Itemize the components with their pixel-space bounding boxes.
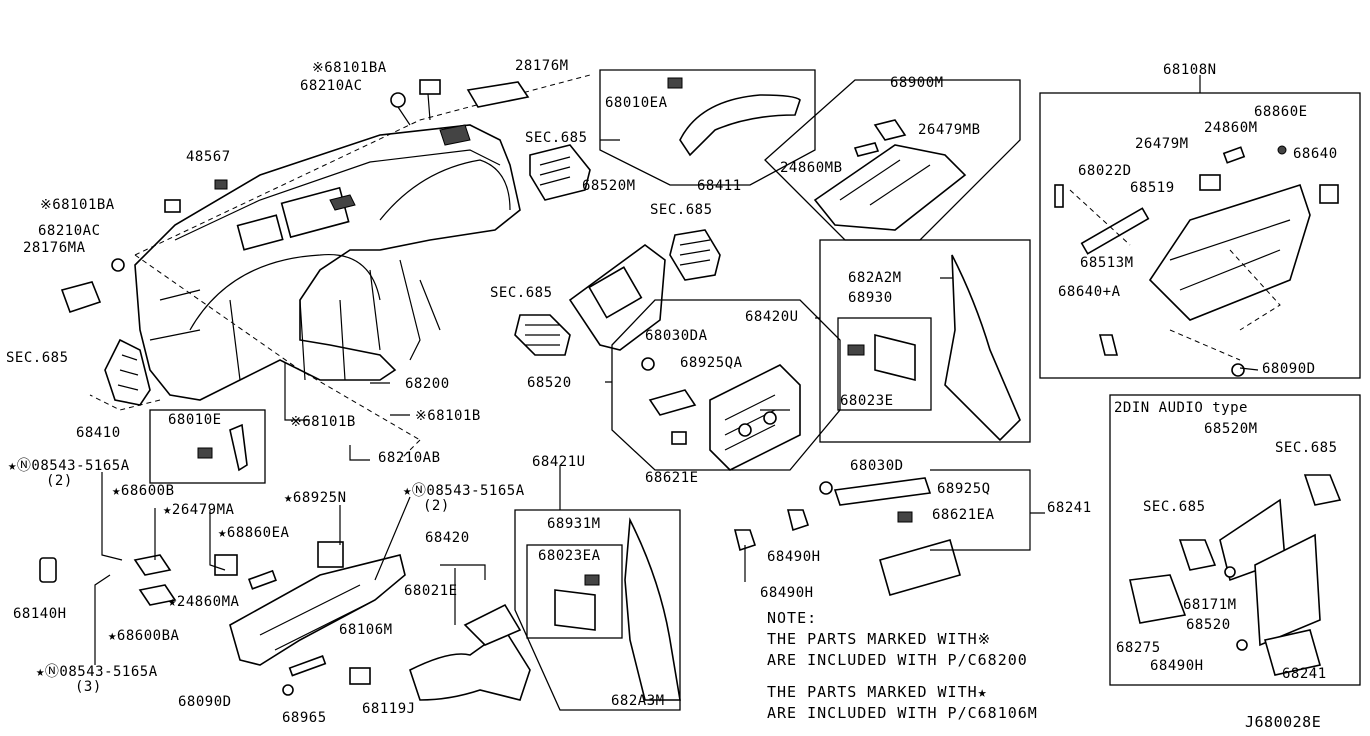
label-68108N: 68108N xyxy=(1163,62,1217,78)
label-68210AC-top: 68210AC xyxy=(300,78,363,94)
label-24860MB: 24860MB xyxy=(780,160,843,176)
note-line-2: ARE INCLUDED WITH P/C68200 xyxy=(767,651,1028,669)
label-68140H: 68140H xyxy=(13,606,67,622)
label-68520M: 68520M xyxy=(582,178,636,194)
label-sec685-b: SEC.685 xyxy=(650,202,713,218)
note-line-1: THE PARTS MARKED WITH※ xyxy=(767,630,992,648)
note-line-4: ARE INCLUDED WITH P/C68106M xyxy=(767,704,1038,722)
label-68490H-b: 68490H xyxy=(760,585,814,601)
label-68410: 68410 xyxy=(76,425,121,441)
label-bolt-08543-a: ★Ⓝ08543-5165A xyxy=(8,458,130,474)
label-68621EA: 68621EA xyxy=(932,507,995,523)
label-68420U: 68420U xyxy=(745,309,799,325)
label-68930: 68930 xyxy=(848,290,893,306)
label-68640A: 68640+A xyxy=(1058,284,1121,300)
label-24860M: 24860M xyxy=(1204,120,1258,136)
label-68030DA: 68030DA xyxy=(645,328,708,344)
label-26479M: 26479M xyxy=(1135,136,1189,152)
instrument-panel-drawing xyxy=(134,124,521,401)
label-68860EA: ★68860EA xyxy=(218,525,290,541)
label-68210AC-left: 68210AC xyxy=(38,223,101,239)
inset-label-sec685-b: SEC.685 xyxy=(1143,499,1206,515)
label-68090D-right: 68090D xyxy=(1262,361,1316,377)
label-68101BA-top: ※68101BA xyxy=(312,60,387,76)
label-68023EA: 68023EA xyxy=(538,548,601,564)
note-title: NOTE: xyxy=(767,609,818,627)
label-28176MA: 28176MA xyxy=(23,240,86,256)
inset-label-68490H: 68490H xyxy=(1150,658,1204,674)
label-68925QA: 68925QA xyxy=(680,355,743,371)
clip-68101BA-drawing xyxy=(419,79,441,95)
label-68640: 68640 xyxy=(1293,146,1338,162)
label-68023E: 68023E xyxy=(840,393,894,409)
inset-label-68520M: 68520M xyxy=(1204,421,1258,437)
label-68010E: 68010E xyxy=(168,412,222,428)
label-68420: 68420 xyxy=(425,530,470,546)
label-bolt-08543-b-qty: (2) xyxy=(423,498,450,514)
label-68119J: 68119J xyxy=(362,701,416,717)
label-bolt-08543-b: ★Ⓝ08543-5165A xyxy=(403,483,525,499)
label-68520: 68520 xyxy=(527,375,572,391)
label-68101B-a: ※68101B xyxy=(290,414,356,430)
label-68022D: 68022D xyxy=(1078,163,1132,179)
label-68030D: 68030D xyxy=(850,458,904,474)
label-68900M: 68900M xyxy=(890,75,944,91)
label-68519: 68519 xyxy=(1130,180,1175,196)
label-682A2M: 682A2M xyxy=(848,270,902,286)
label-682A3M: 682A3M xyxy=(611,693,665,709)
label-sec685-a: SEC.685 xyxy=(525,130,588,146)
label-24860MA: ★24860MA xyxy=(168,594,240,610)
inset-title: 2DIN AUDIO type xyxy=(1114,400,1248,416)
label-68925Q: 68925Q xyxy=(937,481,991,497)
inset-label-sec685-a: SEC.685 xyxy=(1275,440,1338,456)
inset-label-68275: 68275 xyxy=(1116,640,1161,656)
label-68241: 68241 xyxy=(1047,500,1092,516)
label-bolt-08543-c: ★Ⓝ08543-5165A xyxy=(36,664,158,680)
label-68860E: 68860E xyxy=(1254,104,1308,120)
label-68101B-b: ※68101B xyxy=(415,408,481,424)
label-26479MA: ★26479MA xyxy=(163,502,235,518)
label-68200: 68200 xyxy=(405,376,450,392)
label-68621E: 68621E xyxy=(645,470,699,486)
inset-label-68171M: 68171M xyxy=(1183,597,1237,613)
label-68490H-a: 68490H xyxy=(767,549,821,565)
label-26479MB: 26479MB xyxy=(918,122,981,138)
label-68210AB: 68210AB xyxy=(378,450,441,466)
label-68965: 68965 xyxy=(282,710,327,726)
diagram-code: J680028E xyxy=(1245,713,1322,731)
label-68513M: 68513M xyxy=(1080,255,1134,271)
label-sec685-c: SEC.685 xyxy=(490,285,553,301)
label-68010EA: 68010EA xyxy=(605,95,668,111)
label-68925N: ★68925N xyxy=(284,490,347,506)
inset-label-68241: 68241 xyxy=(1282,666,1327,682)
note-line-3: THE PARTS MARKED WITH★ xyxy=(767,683,988,701)
label-28176M: 28176M xyxy=(515,58,569,74)
label-68421U: 68421U xyxy=(532,454,586,470)
label-68600B: ★68600B xyxy=(112,483,175,499)
label-68090D-left: 68090D xyxy=(178,694,232,710)
label-bolt-08543-a-qty: (2) xyxy=(46,473,73,489)
label-68101BA-left: ※68101BA xyxy=(40,197,115,213)
label-68600BA: ★68600BA xyxy=(108,628,180,644)
label-bolt-08543-c-qty: (3) xyxy=(75,679,102,695)
inset-label-68520: 68520 xyxy=(1186,617,1231,633)
label-68106M: 68106M xyxy=(339,622,393,638)
label-68931M: 68931M xyxy=(547,516,601,532)
label-sec685-left: SEC.685 xyxy=(6,350,69,366)
label-48567: 48567 xyxy=(186,149,231,165)
label-68021E: 68021E xyxy=(404,583,458,599)
label-68411: 68411 xyxy=(697,178,742,194)
